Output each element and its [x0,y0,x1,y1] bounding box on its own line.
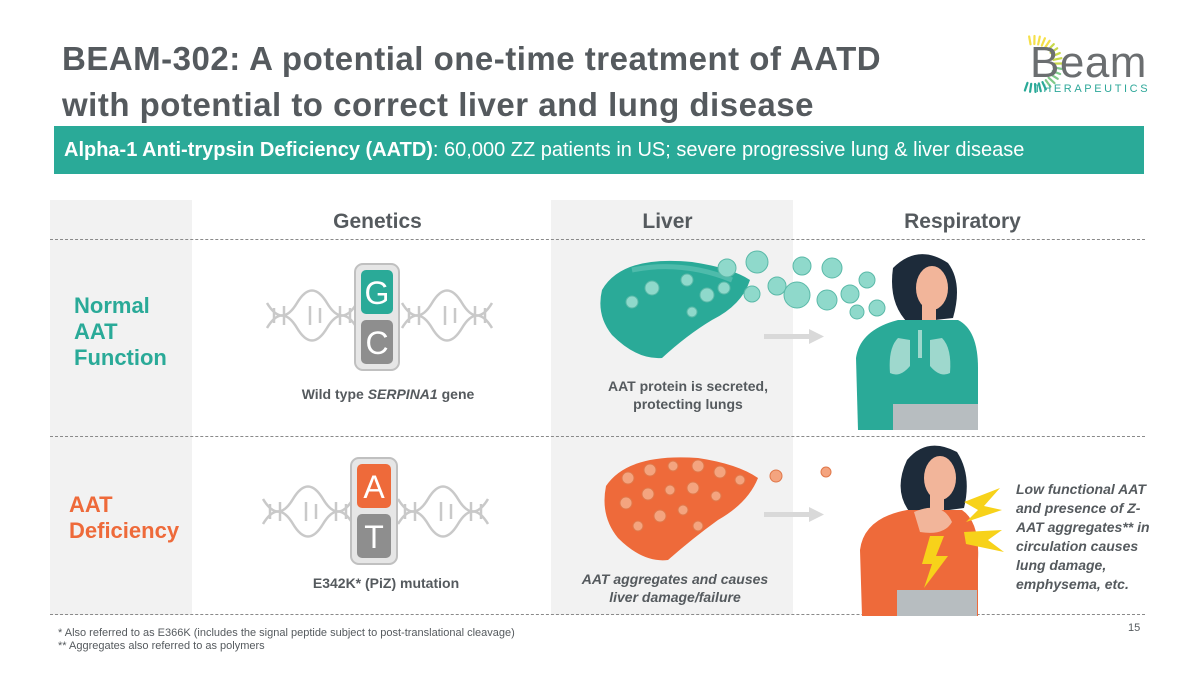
divider-rows [50,436,1145,437]
row-label-column-shade [50,200,192,615]
aatd-banner: Alpha-1 Anti-trypsin Deficiency (AATD): … [54,126,1144,174]
dna-normal-icon: G C [265,263,494,371]
caption-suffix: gene [437,386,475,402]
footnote-2: ** Aggregates also referred to as polyme… [58,640,265,652]
healthy-woman-icon [856,254,978,430]
caption-prefix: Wild type [301,386,368,402]
banner-bold-text: Alpha-1 Anti-trypsin Deficiency (AATD) [64,139,433,161]
banner-text: : 60,000 ZZ patients in US; severe progr… [432,139,1025,161]
respiratory-deficiency-text: Low functional AAT and presence of Z-AAT… [1016,481,1150,592]
genetics-caption-normal: Wild type SERPINA1 gene [268,385,508,403]
logo-ray [1023,81,1029,92]
slide-title: BEAM-302: A potential one-time treatment… [62,36,992,128]
base-top-mutant: A [363,469,385,505]
gene-name: SERPINA1 [367,386,438,402]
liver-caption-normal-line1: AAT protein is secreted, [607,378,768,394]
logo-ray [1052,66,1063,70]
row-label-normal-line2: AAT [74,319,118,344]
logo-wordmark: Beam [1030,38,1147,87]
beam-logo-icon [1023,34,1064,94]
logo-ray [1051,51,1061,58]
row-label-normal-line3: Function [74,345,167,370]
row-label-deficiency: AAT Deficiency [69,492,179,544]
row-label-normal: Normal AAT Function [74,293,167,371]
liver-caption-normal: AAT protein is secreted, protecting lung… [570,377,806,413]
column-header-respiratory: Respiratory [904,210,1021,233]
logo-ray [1040,37,1047,47]
column-header-liver: Liver [642,210,693,233]
column-header-genetics: Genetics [333,210,422,233]
slide-title-line1: BEAM-302: A potential one-time treatment… [62,40,882,77]
logo-ray [1037,35,1041,46]
logo-ray [1052,57,1063,61]
footnote-1: * Also referred to as E366K (includes th… [58,627,515,639]
base-bottom-normal: C [365,325,388,361]
logo-ray [1041,81,1047,91]
row-label-deficiency-line2: Deficiency [69,518,180,543]
logo-ray [1049,73,1059,80]
divider-bottom [50,614,1145,615]
logo-ray [1037,82,1042,93]
logo-ray [1047,76,1056,85]
page-number: 15 [1128,622,1141,634]
liver-caption-deficiency-line2: liver damage/failure [609,589,741,605]
liver-deficient-icon [604,457,832,561]
logo-subtitle: THERAPEUTICS [1034,83,1151,95]
liver-caption-deficiency-line1: AAT aggregates and causes [581,571,769,587]
base-bottom-mutant: T [364,519,384,555]
sick-woman-icon [860,445,1004,616]
liver-caption-deficiency: AAT aggregates and causes liver damage/f… [560,570,790,606]
logo-ray [1028,35,1032,46]
liver-normal-icon [600,250,886,359]
slide-title-line2: with potential to correct liver and lung… [62,86,814,123]
logo-ray [1044,79,1052,88]
dna-mutation-icon: A T [261,457,490,565]
genetics-caption-deficiency: E342K* (PiZ) mutation [312,575,460,591]
logo-ray [1047,43,1055,51]
logo-ray [1051,70,1062,76]
liver-caption-normal-line2: protecting lungs [633,396,743,412]
row-label-deficiency-line1: AAT [69,492,113,517]
logo-ray [1029,82,1033,93]
divider-header [50,239,1145,240]
logo-ray [1049,47,1059,54]
logo-ray [1044,39,1051,49]
base-top-normal: G [365,275,390,311]
row-label-normal-line1: Normal [74,293,150,318]
